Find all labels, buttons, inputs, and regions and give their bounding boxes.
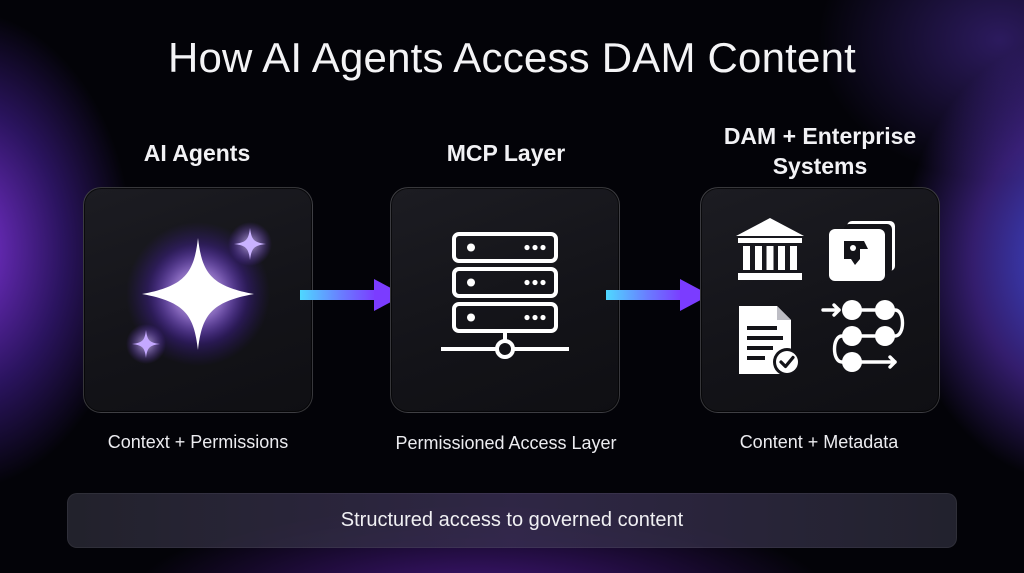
column-heading-ai-agents: AI Agents — [143, 140, 251, 166]
column-heading-dam-line2: Systems — [772, 153, 868, 179]
sparkle-icon — [84, 188, 312, 412]
institution-icon — [734, 216, 806, 282]
image-stack-icon — [827, 219, 899, 283]
column-heading-dam-systems: DAM + Enterprise Systems — [700, 121, 940, 181]
mcp-layer-card — [390, 187, 620, 413]
column-heading-mcp-layer: MCP Layer — [446, 140, 566, 166]
ai-agents-card — [83, 187, 313, 413]
caption-dam-systems: Content + Metadata — [739, 432, 899, 452]
server-stack-icon — [391, 188, 619, 412]
flow-arrow-1 — [298, 278, 408, 312]
workflow-icon — [819, 296, 909, 382]
flow-arrow-2 — [604, 278, 714, 312]
dam-systems-card — [700, 187, 940, 413]
summary-banner: Structured access to governed content — [67, 493, 957, 548]
caption-ai-agents: Context + Permissions — [107, 432, 289, 452]
page-title: How AI Agents Access DAM Content — [167, 34, 857, 81]
summary-banner-text: Structured access to governed content — [340, 509, 684, 531]
caption-mcp-layer: Permissioned Access Layer — [395, 433, 617, 453]
document-check-icon — [737, 304, 803, 378]
column-heading-dam-line1: DAM + Enterprise — [723, 123, 917, 149]
